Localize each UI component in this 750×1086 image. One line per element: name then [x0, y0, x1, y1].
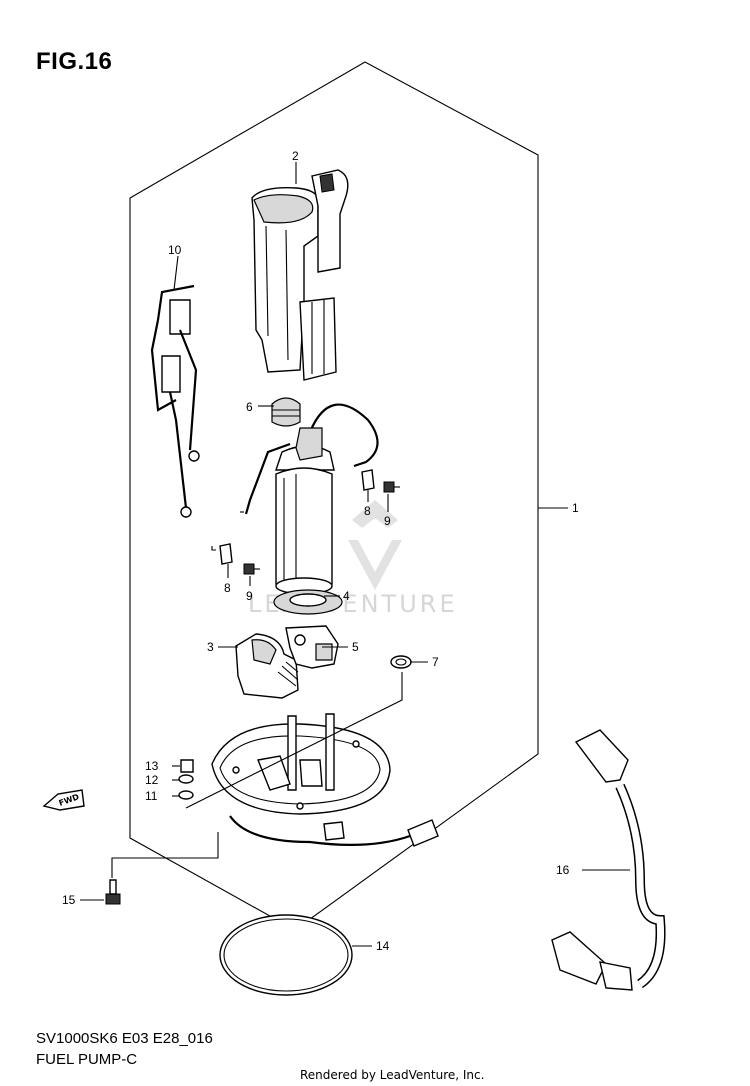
callout-10: 10: [168, 243, 182, 257]
callout-8-lower: 8: [224, 581, 231, 595]
figure-title: FIG.16: [36, 48, 113, 75]
callout-11: 11: [145, 789, 158, 803]
callout-5: 5: [352, 640, 359, 654]
render-credit: Rendered by LeadVenture, Inc.: [300, 1068, 485, 1082]
fuel-pump-base-plate: [211, 713, 439, 847]
part-12-washer: [178, 774, 194, 784]
callout-2: 2: [292, 149, 299, 163]
part-6-cushion: [271, 397, 301, 427]
callout-14: 14: [376, 939, 390, 953]
callout-9-lower: 9: [246, 589, 253, 603]
callout-3: 3: [207, 640, 214, 654]
part-15-bolt: [105, 879, 121, 905]
part-5-bracket: [285, 625, 339, 669]
callout-8-upper: 8: [364, 504, 371, 518]
part-2-pump-housing: [251, 169, 349, 381]
callout-7: 7: [432, 655, 439, 669]
callout-16: 16: [556, 863, 570, 877]
part-13-nut: [180, 759, 194, 773]
part-16-fuel-hose: [551, 729, 666, 991]
part-1-pump-motor: [244, 403, 379, 595]
part-10-lead-wire: [150, 284, 200, 518]
callout-6: 6: [246, 400, 253, 414]
part-8-plate-lower: [219, 543, 233, 565]
part-9-screw-upper: [383, 481, 400, 493]
part-7-oring: [390, 655, 412, 669]
part-11-gasket: [178, 790, 194, 800]
part-8-plate-upper: [361, 469, 375, 491]
model-code: SV1000SK6 E03 E28_016: [36, 1030, 213, 1047]
callout-4: 4: [343, 589, 350, 603]
assembly-name: FUEL PUMP-C: [36, 1051, 138, 1068]
part-14-large-oring: [219, 914, 353, 996]
callout-15: 15: [62, 893, 76, 907]
fwd-arrow-icon: FWD: [42, 789, 85, 811]
part-3-filter: [235, 633, 299, 699]
leader-lines: [80, 162, 630, 947]
callout-1: 1: [572, 501, 579, 515]
callout-13: 13: [145, 759, 159, 773]
assembly-boundary: [129, 61, 539, 931]
callout-9-upper: 9: [384, 514, 391, 528]
part-9-screw-lower: [243, 563, 260, 575]
callout-12: 12: [145, 773, 159, 787]
part-4-holder: [273, 589, 343, 615]
